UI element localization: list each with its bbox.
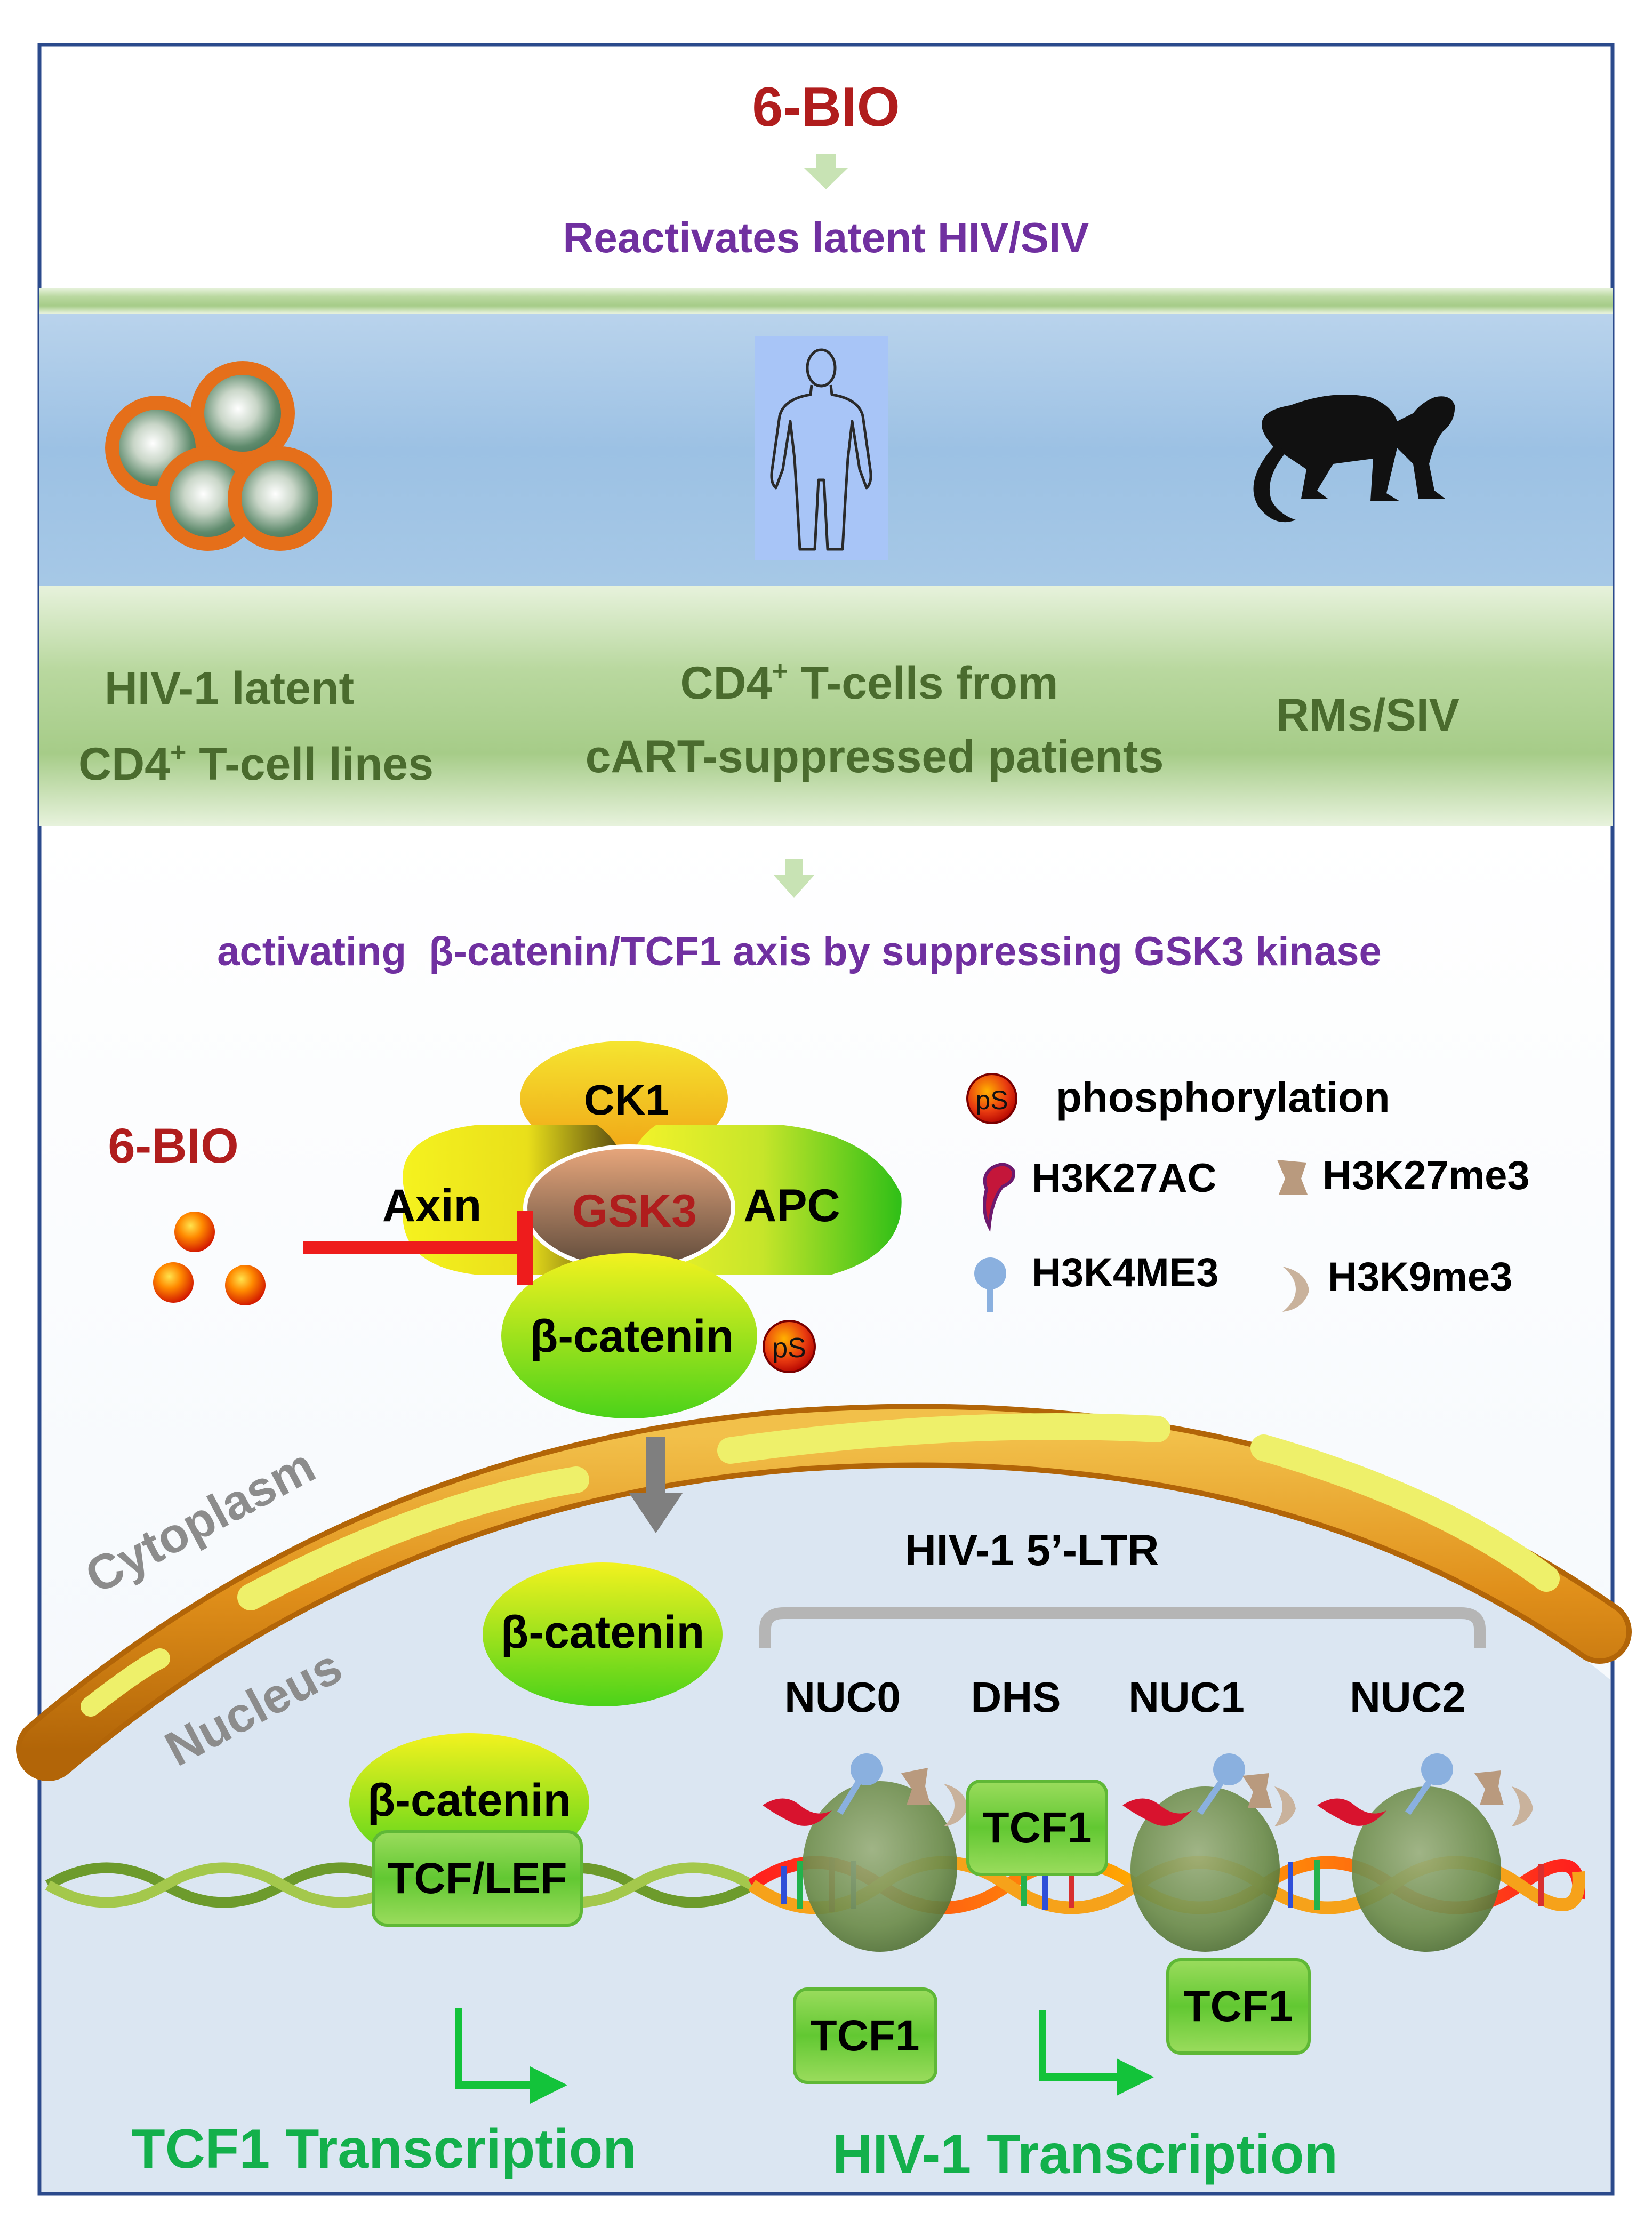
ps-badge xyxy=(763,1320,816,1373)
nuc0-label: NUC0 xyxy=(784,1673,901,1721)
tcf1-box-nuc1 xyxy=(1166,1958,1311,2055)
axin-label: Axin xyxy=(382,1180,482,1231)
drug-molecule xyxy=(153,1262,194,1303)
arrow-icon xyxy=(773,859,815,898)
legend-h3k4me3: H3K4ME3 xyxy=(1032,1250,1219,1295)
band-top-green xyxy=(39,288,1613,314)
drug-label: 6-BIO xyxy=(108,1119,238,1173)
cell-lines-line1: HIV-1 latent xyxy=(105,663,354,714)
dhs-label: DHS xyxy=(971,1673,1061,1721)
band-green xyxy=(39,586,1613,826)
patients-line2: cART-suppressed patients xyxy=(586,731,1164,782)
tcf1-label-nuc1: TCF1 xyxy=(1184,1982,1293,2031)
apc-label: APC xyxy=(743,1180,840,1231)
hiv-transcription-arrow xyxy=(1039,2010,1154,2096)
nucleosome-nuc0 xyxy=(803,1781,957,1952)
mechanism-text: activating β-catenin/TCF1 axis by suppre… xyxy=(217,929,1382,974)
h3k4me3-icon xyxy=(974,1257,1006,1289)
ck1-label: CK1 xyxy=(584,1076,669,1124)
legend-h3k9me3: H3K9me3 xyxy=(1328,1254,1512,1300)
nuc2-label: NUC2 xyxy=(1350,1673,1466,1721)
destruction-complex xyxy=(403,1041,902,1418)
beta-catenin-label: β-catenin xyxy=(530,1311,734,1362)
ps-icon-label: pS xyxy=(975,1085,1008,1115)
histone-marks xyxy=(763,1753,1533,1826)
nucleosome-nuc2 xyxy=(1352,1786,1501,1952)
monkey-icon xyxy=(1253,395,1455,523)
tcf1-transcription-arrow xyxy=(455,2008,567,2104)
bound-beta-catenin-label: β-catenin xyxy=(367,1775,571,1826)
ltr-bracket xyxy=(759,1607,1486,1648)
effect-text: Reactivates latent HIV/SIV xyxy=(563,214,1089,261)
drug-molecule xyxy=(225,1265,266,1305)
tcf1-box-nuc0 xyxy=(793,1987,937,2084)
tcf-lef-box xyxy=(372,1830,583,1927)
legend-h3k27me3: H3K27me3 xyxy=(1322,1153,1530,1198)
tcf1-label-dhs: TCF1 xyxy=(983,1804,1092,1852)
h3k27ac-icon xyxy=(983,1163,1015,1232)
nuc1-label: NUC1 xyxy=(1128,1673,1245,1721)
ltr-title: HIV-1 5’-LTR xyxy=(905,1526,1159,1575)
human-icon xyxy=(755,336,888,560)
legend-phosphorylation: phosphorylation xyxy=(1056,1073,1390,1121)
hiv-transcription-label: HIV-1 Transcription xyxy=(832,2123,1338,2185)
tcf1-box-dhs xyxy=(966,1780,1108,1876)
drug-title: 6-BIO xyxy=(752,76,900,138)
h3k27me3-icon xyxy=(1277,1160,1308,1195)
tcf1-label-nuc0: TCF1 xyxy=(811,2011,920,2060)
nucleosome-nuc1 xyxy=(1130,1786,1280,1952)
translocation-arrow xyxy=(629,1437,683,1533)
beta-catenin-shape xyxy=(501,1253,757,1418)
nuclear-membrane xyxy=(16,1404,1632,1781)
nuclear-beta-catenin xyxy=(483,1562,723,1706)
cell-lines-line2: CD4+ T-cell lines xyxy=(78,737,434,790)
patients-line1: CD4+ T-cells from xyxy=(680,656,1058,709)
ps-badge-label: pS xyxy=(772,1333,806,1364)
macaques-label: RMs/SIV xyxy=(1276,690,1459,741)
tcf1-transcription-label: TCF1 Transcription xyxy=(131,2118,637,2180)
legend-h3k27ac: H3K27AC xyxy=(1032,1156,1216,1201)
ps-icon xyxy=(966,1073,1017,1124)
tcf-lef-label: TCF/LEF xyxy=(387,1854,567,1903)
arrow-icon xyxy=(804,154,848,189)
nuclear-beta-catenin-label: β-catenin xyxy=(501,1607,704,1658)
cells-icon xyxy=(105,361,332,551)
gsk3-label: GSK3 xyxy=(572,1185,697,1237)
h3k9me3-icon xyxy=(1282,1267,1309,1312)
drug-molecule xyxy=(174,1212,215,1252)
